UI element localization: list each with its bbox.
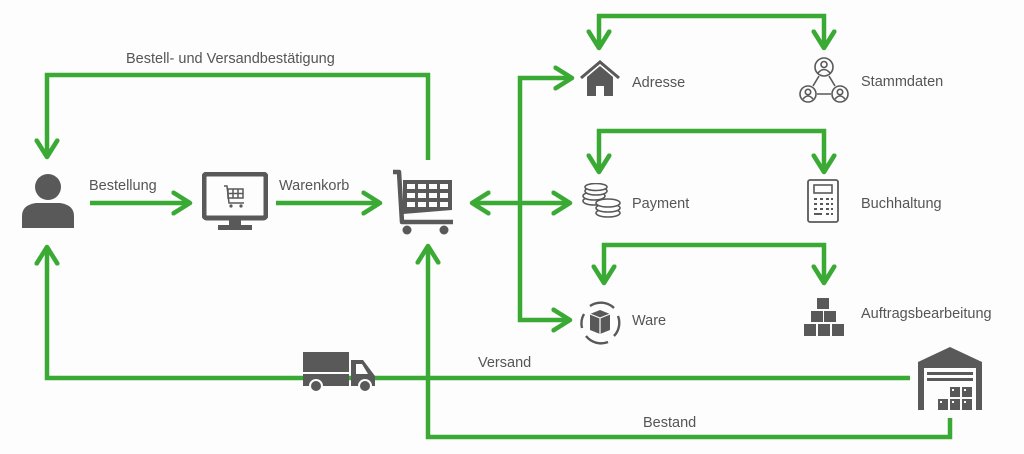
node-label-stammdaten: Stammdaten bbox=[861, 74, 944, 90]
edge-adresse-stammdaten bbox=[599, 13, 824, 48]
edge-label-warenkorb: Warenkorb bbox=[279, 178, 350, 194]
coins-icon bbox=[582, 183, 621, 218]
edge-ware-auftrag bbox=[604, 242, 824, 283]
node-label-ware: Ware bbox=[632, 313, 667, 329]
edge-bestand bbox=[428, 246, 953, 440]
node-label-payment: Payment bbox=[632, 196, 690, 212]
edge-label-versand: Versand bbox=[478, 355, 532, 371]
edge-hub-adresse bbox=[517, 78, 572, 203]
edge-label-bestaetigung: Bestell- und Versandbestätigung bbox=[126, 51, 335, 67]
edge-bestaetigung bbox=[47, 72, 431, 160]
edge-label-bestellung: Bestellung bbox=[89, 178, 157, 194]
shopping-cart-icon bbox=[393, 169, 453, 235]
node-label-auftrag: Auftragsbearbeitung bbox=[861, 306, 992, 322]
warehouse-icon bbox=[918, 347, 982, 410]
calculator-icon bbox=[807, 179, 839, 223]
edge-hub-ware bbox=[517, 203, 570, 320]
edge-label-bestand: Bestand bbox=[643, 415, 697, 431]
box-stack-icon bbox=[804, 298, 844, 336]
box-cycle-icon bbox=[580, 301, 621, 345]
person-icon bbox=[22, 174, 74, 228]
truck-icon bbox=[303, 352, 375, 393]
user-network-icon bbox=[799, 57, 849, 103]
house-icon bbox=[580, 60, 620, 96]
edge-versand bbox=[47, 247, 910, 381]
monitor-cart-icon bbox=[202, 172, 268, 230]
edge-payment-buchhaltung bbox=[599, 128, 824, 172]
node-label-buchhaltung: Buchhaltung bbox=[861, 196, 942, 212]
node-label-adresse: Adresse bbox=[632, 75, 686, 91]
